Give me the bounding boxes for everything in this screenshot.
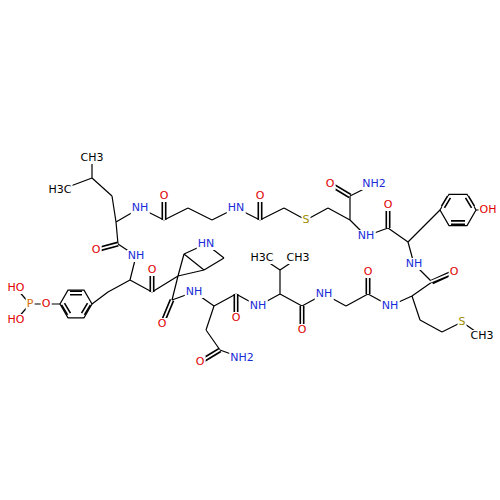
- atom-label: NH: [131, 202, 150, 214]
- double-bonds: [63, 184, 473, 362]
- atom-label: H3C: [48, 184, 73, 196]
- atom-label: O: [297, 324, 308, 336]
- atom-label: NH2: [229, 352, 255, 364]
- atom-label: O: [147, 264, 158, 276]
- atom-label: CH3: [80, 152, 105, 164]
- atom-label: CH3: [470, 330, 495, 342]
- atom-label: HN: [227, 202, 246, 214]
- atom-label: NH: [315, 288, 334, 300]
- atom-label: O: [91, 244, 102, 256]
- single-bonds: [16, 158, 488, 358]
- atom-label: O: [255, 190, 266, 202]
- atom-label: NH: [249, 300, 268, 312]
- atom-label: P: [26, 298, 35, 310]
- atom-label: OH: [479, 204, 498, 216]
- atom-label: HO: [7, 282, 26, 294]
- atom-label: O: [325, 178, 336, 190]
- atom-label: NH2: [361, 178, 387, 190]
- atom-label: NH: [405, 258, 424, 270]
- atom-label: NH: [127, 250, 146, 262]
- atom-label: O: [195, 356, 206, 368]
- atom-label: CH3: [286, 252, 311, 264]
- atom-label: O: [41, 298, 52, 310]
- atom-label: NH: [381, 300, 400, 312]
- atom-label: O: [363, 266, 374, 278]
- atom-label: O: [231, 312, 242, 324]
- atom-label: S: [302, 214, 311, 226]
- atom-label: O: [383, 199, 394, 211]
- atom-label: NH: [357, 230, 376, 242]
- atom-label: S: [458, 316, 467, 328]
- atom-label: O: [449, 266, 460, 278]
- double-bond-gaps: [63, 185, 473, 362]
- atom-label: HO: [7, 314, 26, 326]
- atom-label: O: [159, 190, 170, 202]
- atom-label: NH: [185, 286, 204, 298]
- atom-label: H3C: [250, 252, 275, 264]
- atom-label: HN: [197, 238, 216, 250]
- atom-label: O: [157, 318, 168, 330]
